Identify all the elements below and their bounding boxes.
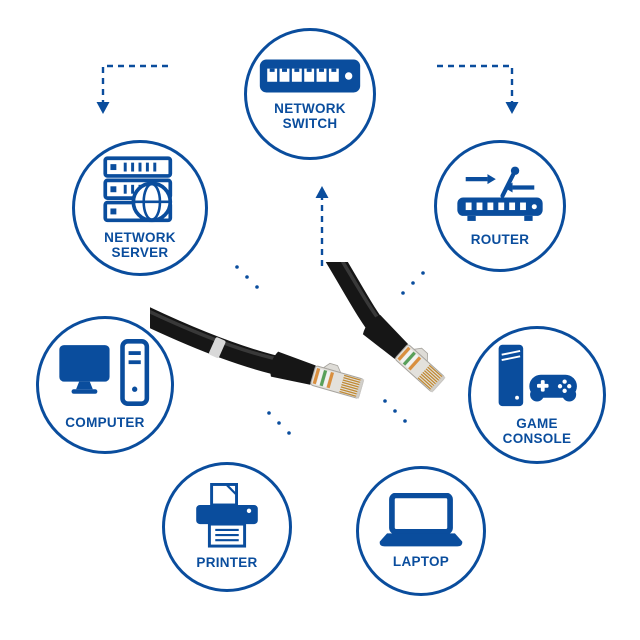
node-label: PRINTER (196, 555, 258, 571)
node-network-server: NETWORK SERVER (72, 140, 208, 276)
switch-icon (259, 59, 361, 93)
ethernet-cable-image (150, 262, 446, 399)
arrow-down-icon (505, 102, 519, 114)
arrow-left-icon (504, 182, 513, 193)
node-label: ROUTER (470, 232, 530, 248)
node-network-switch: NETWORK SWITCH (244, 28, 376, 160)
antenna-icon (510, 167, 520, 176)
server-icon (103, 156, 173, 223)
gamepad-icon (498, 344, 577, 407)
dotted-hints (235, 265, 425, 435)
arrow-up-icon (315, 186, 329, 198)
arrow-right-icon (487, 174, 496, 185)
cable-tag (209, 337, 226, 358)
node-label: COMPUTER (65, 415, 145, 431)
arrow-down-icon (96, 102, 110, 114)
connector-switch-to-router (437, 64, 519, 114)
node-label: NETWORK SERVER (104, 229, 176, 260)
node-label: NETWORK SWITCH (274, 100, 346, 131)
node-printer: PRINTER (162, 462, 292, 592)
router-icon (457, 167, 543, 222)
node-label: GAME CONSOLE (502, 415, 572, 446)
node-router: ROUTER (434, 140, 566, 272)
node-game-console: GAME CONSOLE (468, 326, 606, 464)
node-computer: COMPUTER (36, 316, 174, 454)
controller-icon (529, 374, 577, 402)
connector-switch-to-server (96, 64, 168, 114)
laptop-icon (379, 492, 463, 547)
node-laptop: LAPTOP (356, 466, 486, 596)
computer-icon (59, 339, 150, 407)
printer-icon (196, 483, 258, 548)
rj45-connector-right (362, 314, 446, 393)
connector-cable-to-switch (315, 186, 329, 266)
cable-left (150, 307, 298, 378)
rj45-connector-left (270, 351, 365, 399)
node-label: LAPTOP (392, 553, 450, 569)
